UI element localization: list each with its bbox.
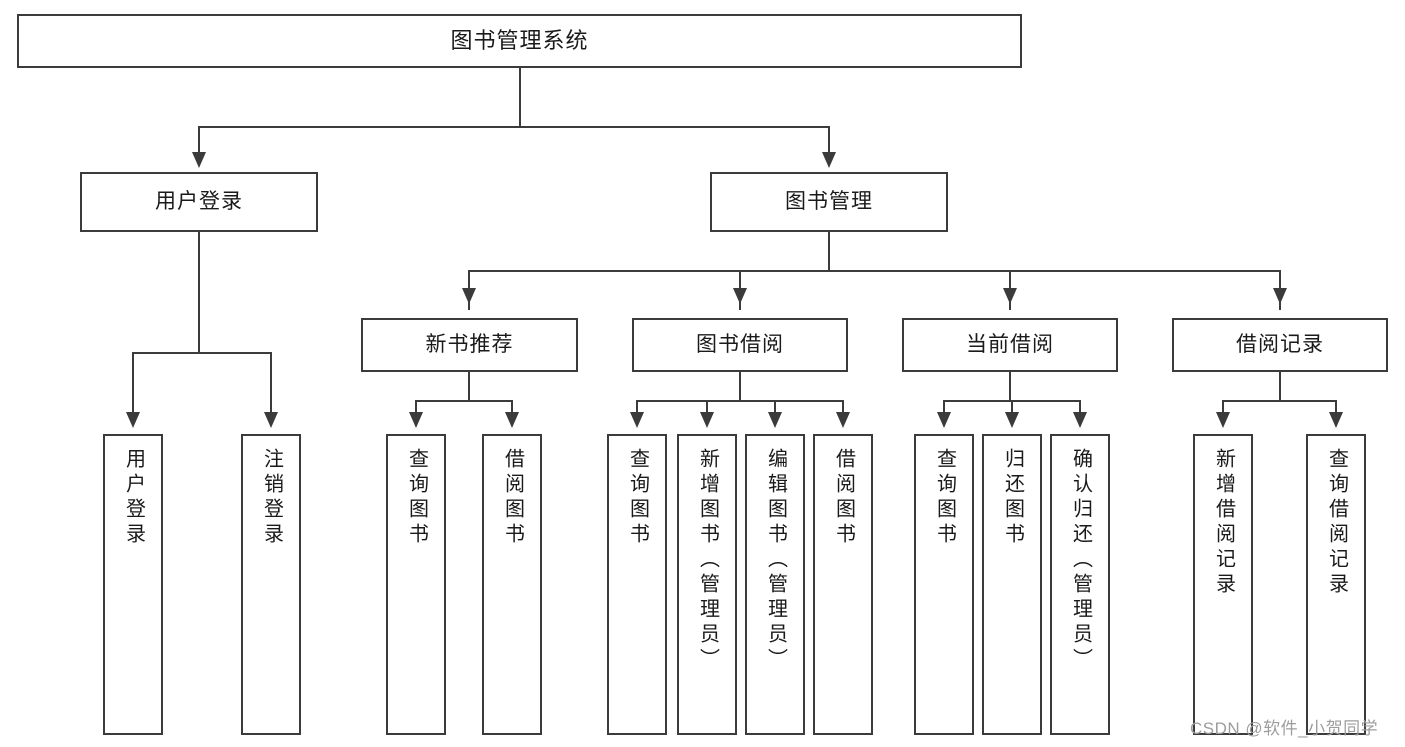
- csdn-watermark: CSDN @软件_小贺同学: [1190, 719, 1379, 738]
- arrow-nbr-leaf-2: [505, 412, 519, 428]
- connector-bb-drop-2: [706, 400, 708, 414]
- arrow-bm-to-book-borrow: [733, 288, 747, 304]
- leaf-confirm-return-label: 确认归还（管理员）: [1069, 448, 1092, 673]
- leaf-borrow-book-1-label: 借阅图书: [501, 448, 524, 548]
- leaf-user-login[interactable]: 用户登录: [103, 434, 163, 735]
- connector-user-login-drop-2: [270, 352, 272, 414]
- node-current-borrow[interactable]: 当前借阅: [902, 318, 1118, 372]
- arrow-bb-leaf-4: [836, 412, 850, 428]
- connector-book-manage-bus: [468, 270, 1280, 272]
- connector-book-manage-stem: [828, 232, 830, 270]
- leaf-confirm-return[interactable]: 确认归还（管理员）: [1050, 434, 1110, 735]
- leaf-edit-book[interactable]: 编辑图书（管理员）: [745, 434, 805, 735]
- connector-cb-drop-2: [1011, 400, 1013, 414]
- connector-root-bus: [198, 126, 830, 128]
- arrow-cb-leaf-3: [1073, 412, 1087, 428]
- connector-nbr-drop-1: [415, 400, 417, 414]
- node-current-borrow-label: 当前借阅: [966, 332, 1054, 356]
- connector-bb-bus: [636, 400, 843, 402]
- leaf-logout-label: 注销登录: [260, 448, 283, 548]
- node-book-manage-label: 图书管理: [785, 189, 873, 213]
- leaf-query-book-1[interactable]: 查询图书: [386, 434, 446, 735]
- node-book-borrow[interactable]: 图书借阅: [632, 318, 848, 372]
- connector-bb-stem: [739, 372, 741, 400]
- node-user-login[interactable]: 用户登录: [80, 172, 318, 232]
- leaf-borrow-book-2[interactable]: 借阅图书: [813, 434, 873, 735]
- leaf-return-book[interactable]: 归还图书: [982, 434, 1042, 735]
- arrow-cb-leaf-1: [937, 412, 951, 428]
- node-borrow-record[interactable]: 借阅记录: [1172, 318, 1388, 372]
- arrow-root-to-book-manage: [822, 152, 836, 168]
- leaf-add-book-label: 新增图书（管理员）: [696, 448, 719, 673]
- leaf-borrow-book-2-label: 借阅图书: [832, 448, 855, 548]
- arrow-bb-leaf-1: [630, 412, 644, 428]
- leaf-query-record-label: 查询借阅记录: [1325, 448, 1348, 598]
- connector-nbr-bus: [415, 400, 513, 402]
- arrow-user-login-leaf-1: [126, 412, 140, 428]
- connector-user-login-bus: [132, 352, 272, 354]
- leaf-query-book-1-label: 查询图书: [405, 448, 428, 548]
- node-root[interactable]: 图书管理系统: [17, 14, 1022, 68]
- connector-br-bus: [1222, 400, 1337, 402]
- connector-root-to-book-manage: [828, 126, 830, 154]
- connector-nbr-stem: [468, 372, 470, 400]
- connector-br-drop-2: [1335, 400, 1337, 414]
- leaf-query-book-2[interactable]: 查询图书: [607, 434, 667, 735]
- connector-cb-drop-3: [1079, 400, 1081, 414]
- node-book-manage[interactable]: 图书管理: [710, 172, 948, 232]
- arrow-root-to-user-login: [192, 152, 206, 168]
- connector-cb-drop-1: [943, 400, 945, 414]
- leaf-add-record[interactable]: 新增借阅记录: [1193, 434, 1253, 735]
- leaf-add-book[interactable]: 新增图书（管理员）: [677, 434, 737, 735]
- connector-user-login-stem: [198, 232, 200, 352]
- connector-root-stem: [519, 68, 521, 126]
- leaf-return-book-label: 归还图书: [1001, 448, 1024, 548]
- arrow-bm-to-new-book-rec: [462, 288, 476, 304]
- arrow-bm-to-borrow-record: [1273, 288, 1287, 304]
- connector-nbr-drop-2: [511, 400, 513, 414]
- leaf-query-book-2-label: 查询图书: [626, 448, 649, 548]
- leaf-borrow-book-1[interactable]: 借阅图书: [482, 434, 542, 735]
- node-root-label: 图书管理系统: [450, 28, 589, 54]
- arrow-bm-to-current-borrow: [1003, 288, 1017, 304]
- node-user-login-label: 用户登录: [155, 189, 243, 213]
- leaf-logout[interactable]: 注销登录: [241, 434, 301, 735]
- arrow-bb-leaf-3: [768, 412, 782, 428]
- connector-bb-drop-3: [774, 400, 776, 414]
- node-new-book-rec[interactable]: 新书推荐: [361, 318, 578, 372]
- leaf-user-login-label: 用户登录: [122, 448, 145, 548]
- arrow-user-login-leaf-2: [264, 412, 278, 428]
- node-book-borrow-label: 图书借阅: [696, 332, 784, 356]
- connector-br-drop-1: [1222, 400, 1224, 414]
- node-borrow-record-label: 借阅记录: [1236, 332, 1324, 356]
- connector-user-login-drop-1: [132, 352, 134, 414]
- connector-bb-drop-1: [636, 400, 638, 414]
- arrow-bb-leaf-2: [700, 412, 714, 428]
- arrow-cb-leaf-2: [1005, 412, 1019, 428]
- leaf-query-record[interactable]: 查询借阅记录: [1306, 434, 1366, 735]
- connector-cb-stem: [1009, 372, 1011, 400]
- connector-bb-drop-4: [842, 400, 844, 414]
- arrow-nbr-leaf-1: [409, 412, 423, 428]
- connector-root-to-user-login: [198, 126, 200, 154]
- leaf-add-record-label: 新增借阅记录: [1212, 448, 1235, 598]
- leaf-query-book-3-label: 查询图书: [933, 448, 956, 548]
- leaf-query-book-3[interactable]: 查询图书: [914, 434, 974, 735]
- leaf-edit-book-label: 编辑图书（管理员）: [764, 448, 787, 673]
- node-new-book-rec-label: 新书推荐: [425, 332, 514, 356]
- arrow-br-leaf-2: [1329, 412, 1343, 428]
- connector-br-stem: [1279, 372, 1281, 400]
- arrow-br-leaf-1: [1216, 412, 1230, 428]
